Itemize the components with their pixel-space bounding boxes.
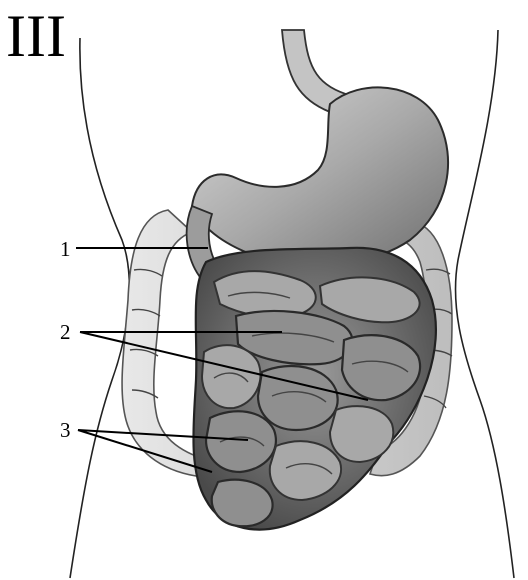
panel-label: III	[6, 3, 66, 69]
label-1: 1	[60, 237, 71, 261]
stomach	[192, 87, 448, 265]
label-2: 2	[60, 320, 71, 344]
label-3: 3	[60, 418, 71, 442]
torso-right-outline	[455, 30, 514, 578]
small-intestine	[193, 248, 435, 530]
torso-left-outline	[70, 38, 129, 578]
